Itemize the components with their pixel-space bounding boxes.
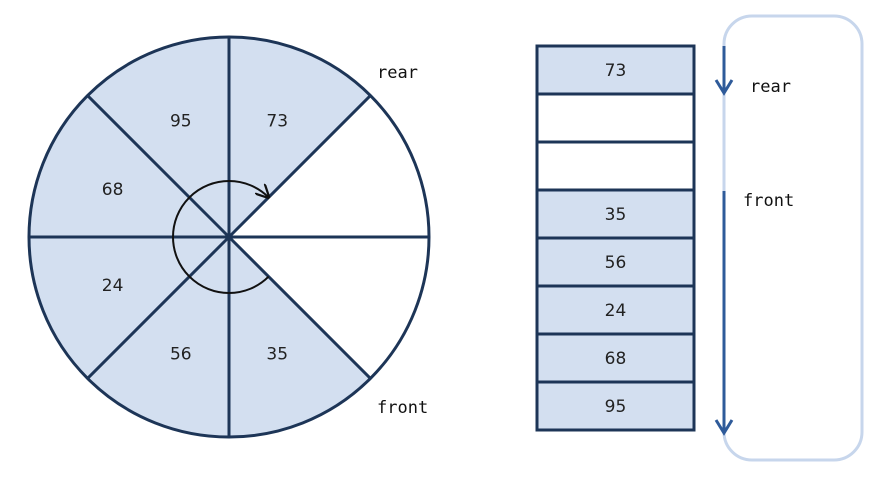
ring-value-labels: 73 35 56 24 68 95 [102,112,288,365]
ring-segment [229,95,429,237]
circular-queue: 73 35 56 24 68 95 rear front [27,35,431,439]
ring-segment [29,95,229,237]
ring-segment [87,237,229,437]
array-cell [535,284,696,336]
array-cell-value: 95 [605,397,627,417]
array-cell [535,332,696,384]
ring-dividers [29,37,429,437]
array-cell [535,188,696,240]
wrap-around-loop [722,14,864,462]
ring-segment [229,237,429,379]
ring-divider [86,235,231,380]
ring-rear-label: rear [377,63,418,83]
array-cells: 73 35 56 24 68 95 [535,44,696,432]
array-queue: 73 35 56 24 68 95 [535,44,696,432]
array-cell-value: 56 [605,253,627,273]
ring-segment-value: 24 [102,276,124,296]
array-cell [535,44,696,96]
ring-divider [227,235,372,380]
ring-front-label: front [377,398,428,418]
array-cell [535,140,696,192]
array-front-label: front [743,191,794,211]
ring-segment-value: 56 [170,344,192,364]
ring-segment [29,237,229,379]
array-rear-label: rear [750,77,791,97]
array-cell-value: 73 [605,61,627,81]
rotation-arrow [228,180,269,197]
rear-pointer-arrow [714,46,734,96]
ring-divider [86,94,231,239]
ring-segment-value: 95 [170,112,192,132]
ring-segment [87,37,229,237]
rotation-circle [172,180,230,294]
ring-segment-value: 73 [266,112,288,132]
array-cell [535,380,696,432]
array-cell [535,92,696,144]
array-cell-value: 35 [605,205,627,225]
front-pointer-arrow [714,191,734,436]
ring-divider [227,94,372,239]
rotation-circle-lower [228,275,270,294]
array-cell-value: 68 [605,349,627,369]
ring-segment-value: 68 [102,180,124,200]
ring-segment [229,237,371,437]
array-cell-value: 24 [605,301,627,321]
ring-segment-value: 35 [266,344,288,364]
